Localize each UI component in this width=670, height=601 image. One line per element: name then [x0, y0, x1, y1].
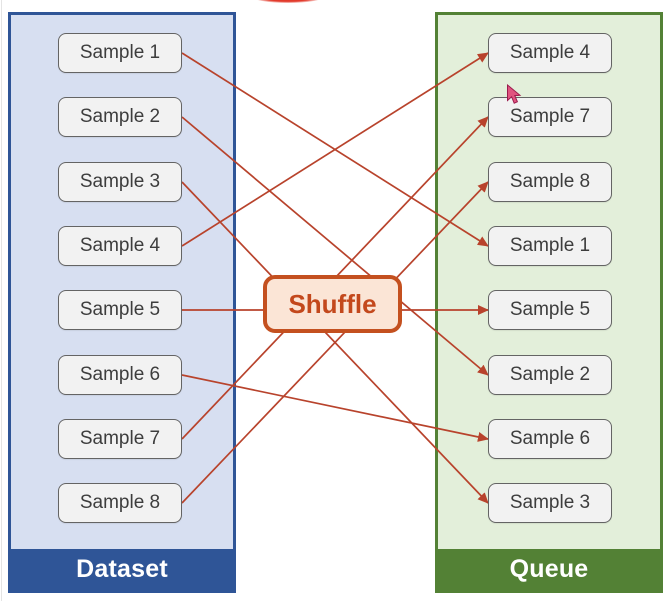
dataset-item-sample-8: Sample 8 [58, 483, 182, 523]
queue-item-sample-3: Sample 3 [488, 483, 612, 523]
queue-item-sample-6: Sample 6 [488, 419, 612, 459]
dataset-item-sample-5: Sample 5 [58, 290, 182, 330]
queue-item-sample-8: Sample 8 [488, 162, 612, 202]
dataset-panel-label: Dataset [11, 549, 233, 590]
dataset-item-sample-1: Sample 1 [58, 33, 182, 73]
queue-item-sample-5: Sample 5 [488, 290, 612, 330]
queue-item-sample-2: Sample 2 [488, 355, 612, 395]
mouse-pointer-icon [507, 84, 522, 104]
dataset-item-sample-4: Sample 4 [58, 226, 182, 266]
dataset-item-sample-3: Sample 3 [58, 162, 182, 202]
queue-item-sample-4: Sample 4 [488, 33, 612, 73]
queue-panel-label: Queue [438, 549, 660, 590]
frame-edge-line [1, 0, 2, 601]
dataset-item-sample-7: Sample 7 [58, 419, 182, 459]
shuffle-node: Shuffle [263, 275, 402, 333]
shuffle-node-label: Shuffle [288, 288, 377, 319]
dataset-item-sample-2: Sample 2 [58, 97, 182, 137]
queue-item-sample-7: Sample 7 [488, 97, 612, 137]
queue-item-sample-1: Sample 1 [488, 226, 612, 266]
dataset-item-sample-6: Sample 6 [58, 355, 182, 395]
red-circle-partial-icon [251, 0, 325, 3]
